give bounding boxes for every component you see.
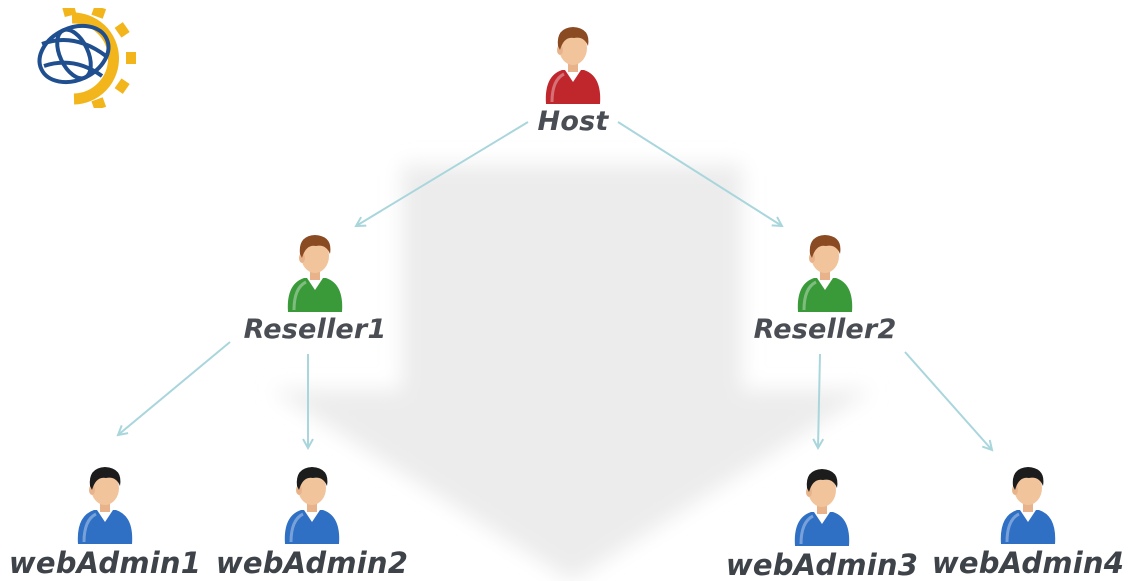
user-avatar-icon — [545, 27, 601, 104]
edge-reseller2-webadmin3 — [818, 353, 820, 448]
user-avatar-icon — [1000, 467, 1056, 544]
user-avatar-icon — [287, 235, 343, 312]
user-avatar-icon — [794, 469, 850, 546]
node-reseller2: Reseller2 — [740, 226, 910, 345]
user-avatar-icon — [77, 467, 133, 544]
node-label-host: Host — [537, 106, 609, 137]
node-label-webadmin4: webAdmin4 — [931, 546, 1125, 580]
edge-host-reseller1 — [356, 121, 529, 226]
node-webadmin2: webAdmin2 — [212, 458, 412, 580]
node-webadmin4: webAdmin4 — [928, 458, 1128, 580]
edge-host-reseller2 — [617, 121, 782, 226]
node-host: Host — [518, 18, 628, 137]
edge-reseller2-webadmin4 — [904, 351, 992, 450]
node-label-reseller1: Reseller1 — [243, 314, 387, 345]
gear-globe-logo-icon — [37, 8, 136, 108]
node-reseller1: Reseller1 — [230, 226, 400, 345]
user-avatar-icon — [284, 467, 340, 544]
node-webadmin1: webAdmin1 — [5, 458, 205, 580]
node-label-webadmin1: webAdmin1 — [8, 546, 202, 580]
node-label-reseller2: Reseller2 — [753, 314, 897, 345]
user-avatar-icon — [797, 235, 853, 312]
node-label-webadmin2: webAdmin2 — [215, 546, 409, 580]
node-label-webadmin3: webAdmin3 — [725, 548, 919, 581]
node-webadmin3: webAdmin3 — [722, 460, 922, 581]
edge-reseller1-webadmin1 — [118, 341, 231, 435]
